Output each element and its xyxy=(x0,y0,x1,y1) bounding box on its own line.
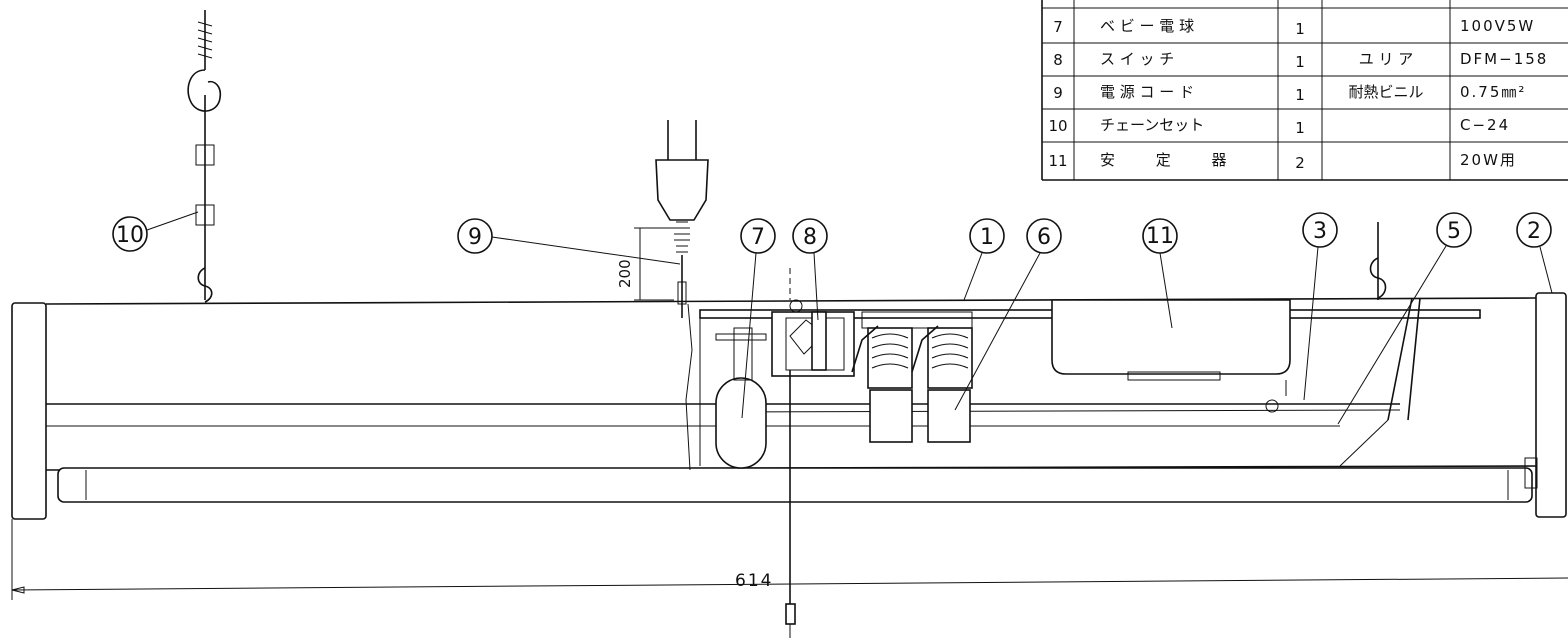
power-plug xyxy=(655,120,709,318)
table-row-9-qty: 1 xyxy=(1295,86,1305,104)
table-row-10-spec: C−24 xyxy=(1460,116,1510,134)
callout-2: 2 xyxy=(1527,219,1541,244)
table-row-9-spec: 0.75㎜² xyxy=(1460,83,1526,101)
table-row-10-qty: 1 xyxy=(1295,119,1305,137)
table-row-8-name: ス イ ッ チ xyxy=(1100,50,1174,68)
callout-6: 6 xyxy=(1037,225,1051,250)
table-row-10-no: 10 xyxy=(1048,117,1067,135)
table-row-7-spec: 100V5W xyxy=(1460,17,1535,35)
table-row-8-spec: DFM−158 xyxy=(1460,50,1548,68)
table-row-11-name: 安 定 器 xyxy=(1100,151,1245,169)
cord-dimension: 200 xyxy=(616,227,674,301)
table-row-9-material: 耐熱ビニル xyxy=(1348,83,1423,101)
table-row-8-qty: 1 xyxy=(1295,53,1305,71)
callout-10: 10 xyxy=(116,223,144,248)
parts-table: 7 ベ ビ ー 電 球 1 100V5W 8 ス イ ッ チ 1 ユ リ ア D… xyxy=(1041,0,1568,181)
table-row-9-name: 電 源 コ ー ド xyxy=(1100,83,1194,101)
callout-11: 11 xyxy=(1146,224,1174,249)
callout-5: 5 xyxy=(1447,219,1461,244)
table-row-7-name: ベ ビ ー 電 球 xyxy=(1100,17,1194,35)
dimension-200: 200 xyxy=(616,259,634,288)
callout-7: 7 xyxy=(751,225,765,250)
callouts: 10 9 7 8 1 6 11 3 5 xyxy=(112,211,1553,425)
hook-and-chain xyxy=(187,10,222,303)
table-row-7-qty: 1 xyxy=(1295,20,1305,38)
dimension-614: 614 xyxy=(735,571,773,591)
overall-dimension: 614 xyxy=(11,519,1568,600)
fixture-body xyxy=(11,222,1567,638)
table-row-8-material: ユ リ ア xyxy=(1359,50,1414,68)
callout-8: 8 xyxy=(803,225,817,250)
socket-right xyxy=(911,325,973,443)
table-row-10-name: チェーンセット xyxy=(1100,116,1204,134)
table-row-7-no: 7 xyxy=(1053,18,1063,36)
callout-9: 9 xyxy=(468,225,482,250)
socket-left xyxy=(851,325,913,443)
table-row-11-spec: 20W用 xyxy=(1460,151,1517,169)
table-row-11-no: 11 xyxy=(1048,152,1067,170)
table-row-8-no: 8 xyxy=(1053,51,1063,69)
callout-3: 3 xyxy=(1313,219,1327,244)
table-row-11-qty: 2 xyxy=(1295,154,1305,172)
callout-1: 1 xyxy=(980,225,994,250)
table-row-9-no: 9 xyxy=(1053,84,1063,102)
